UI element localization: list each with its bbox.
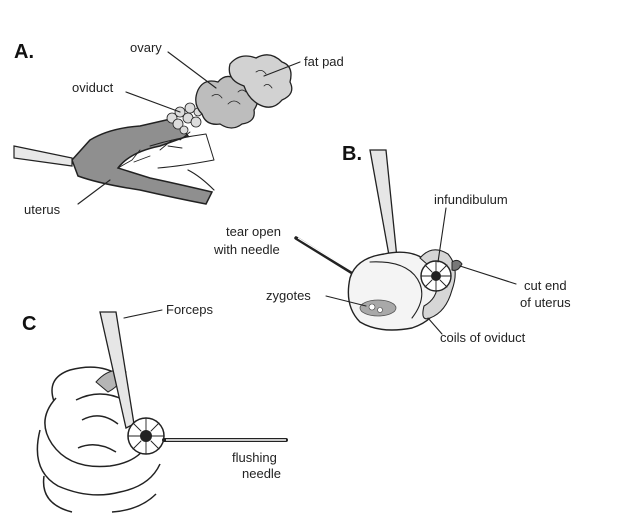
label-oviduct: oviduct	[72, 80, 114, 95]
cut-end-uterus	[452, 260, 462, 270]
needle-left	[14, 146, 72, 166]
label-ovary: ovary	[130, 40, 162, 55]
label-uterus: uterus	[24, 202, 61, 217]
cut-end-leader	[460, 266, 516, 284]
zygote-1	[369, 304, 375, 310]
label-coils-oviduct: coils of oviduct	[440, 330, 526, 345]
oviduct-leader	[126, 92, 180, 112]
infundibulum-rosette	[421, 261, 451, 291]
label-needle: needle	[242, 466, 281, 481]
label-tear-open-1: tear open	[226, 224, 281, 239]
label-infundibulum: infundibulum	[434, 192, 508, 207]
zygote-2	[378, 308, 383, 313]
panel-a: A. ovary fat pad oviduct uterus	[14, 40, 344, 217]
zygote-cluster	[360, 300, 396, 316]
label-zygotes: zygotes	[266, 288, 311, 303]
ovary-leader	[168, 52, 216, 88]
infundibulum-rosette-c	[128, 418, 164, 454]
panel-a-letter: A.	[14, 41, 34, 63]
forceps-leader	[124, 310, 162, 318]
label-forceps: Forceps	[166, 302, 213, 317]
label-flushing: flushing	[232, 450, 277, 465]
label-tear-open-2: with needle	[213, 242, 280, 257]
panel-c-letter: C	[22, 313, 36, 335]
uterus-shape	[72, 118, 212, 204]
panel-b-letter: B.	[342, 143, 362, 165]
label-cut-end-1: cut end	[524, 278, 567, 293]
label-cut-end-2: of uterus	[520, 295, 571, 310]
uterus-leader	[78, 180, 110, 204]
panel-b: B. infundibulum tear open with nee	[213, 143, 571, 345]
label-fat-pad: fat pad	[304, 54, 344, 69]
panel-c: C Forceps flushing needle	[22, 302, 286, 512]
